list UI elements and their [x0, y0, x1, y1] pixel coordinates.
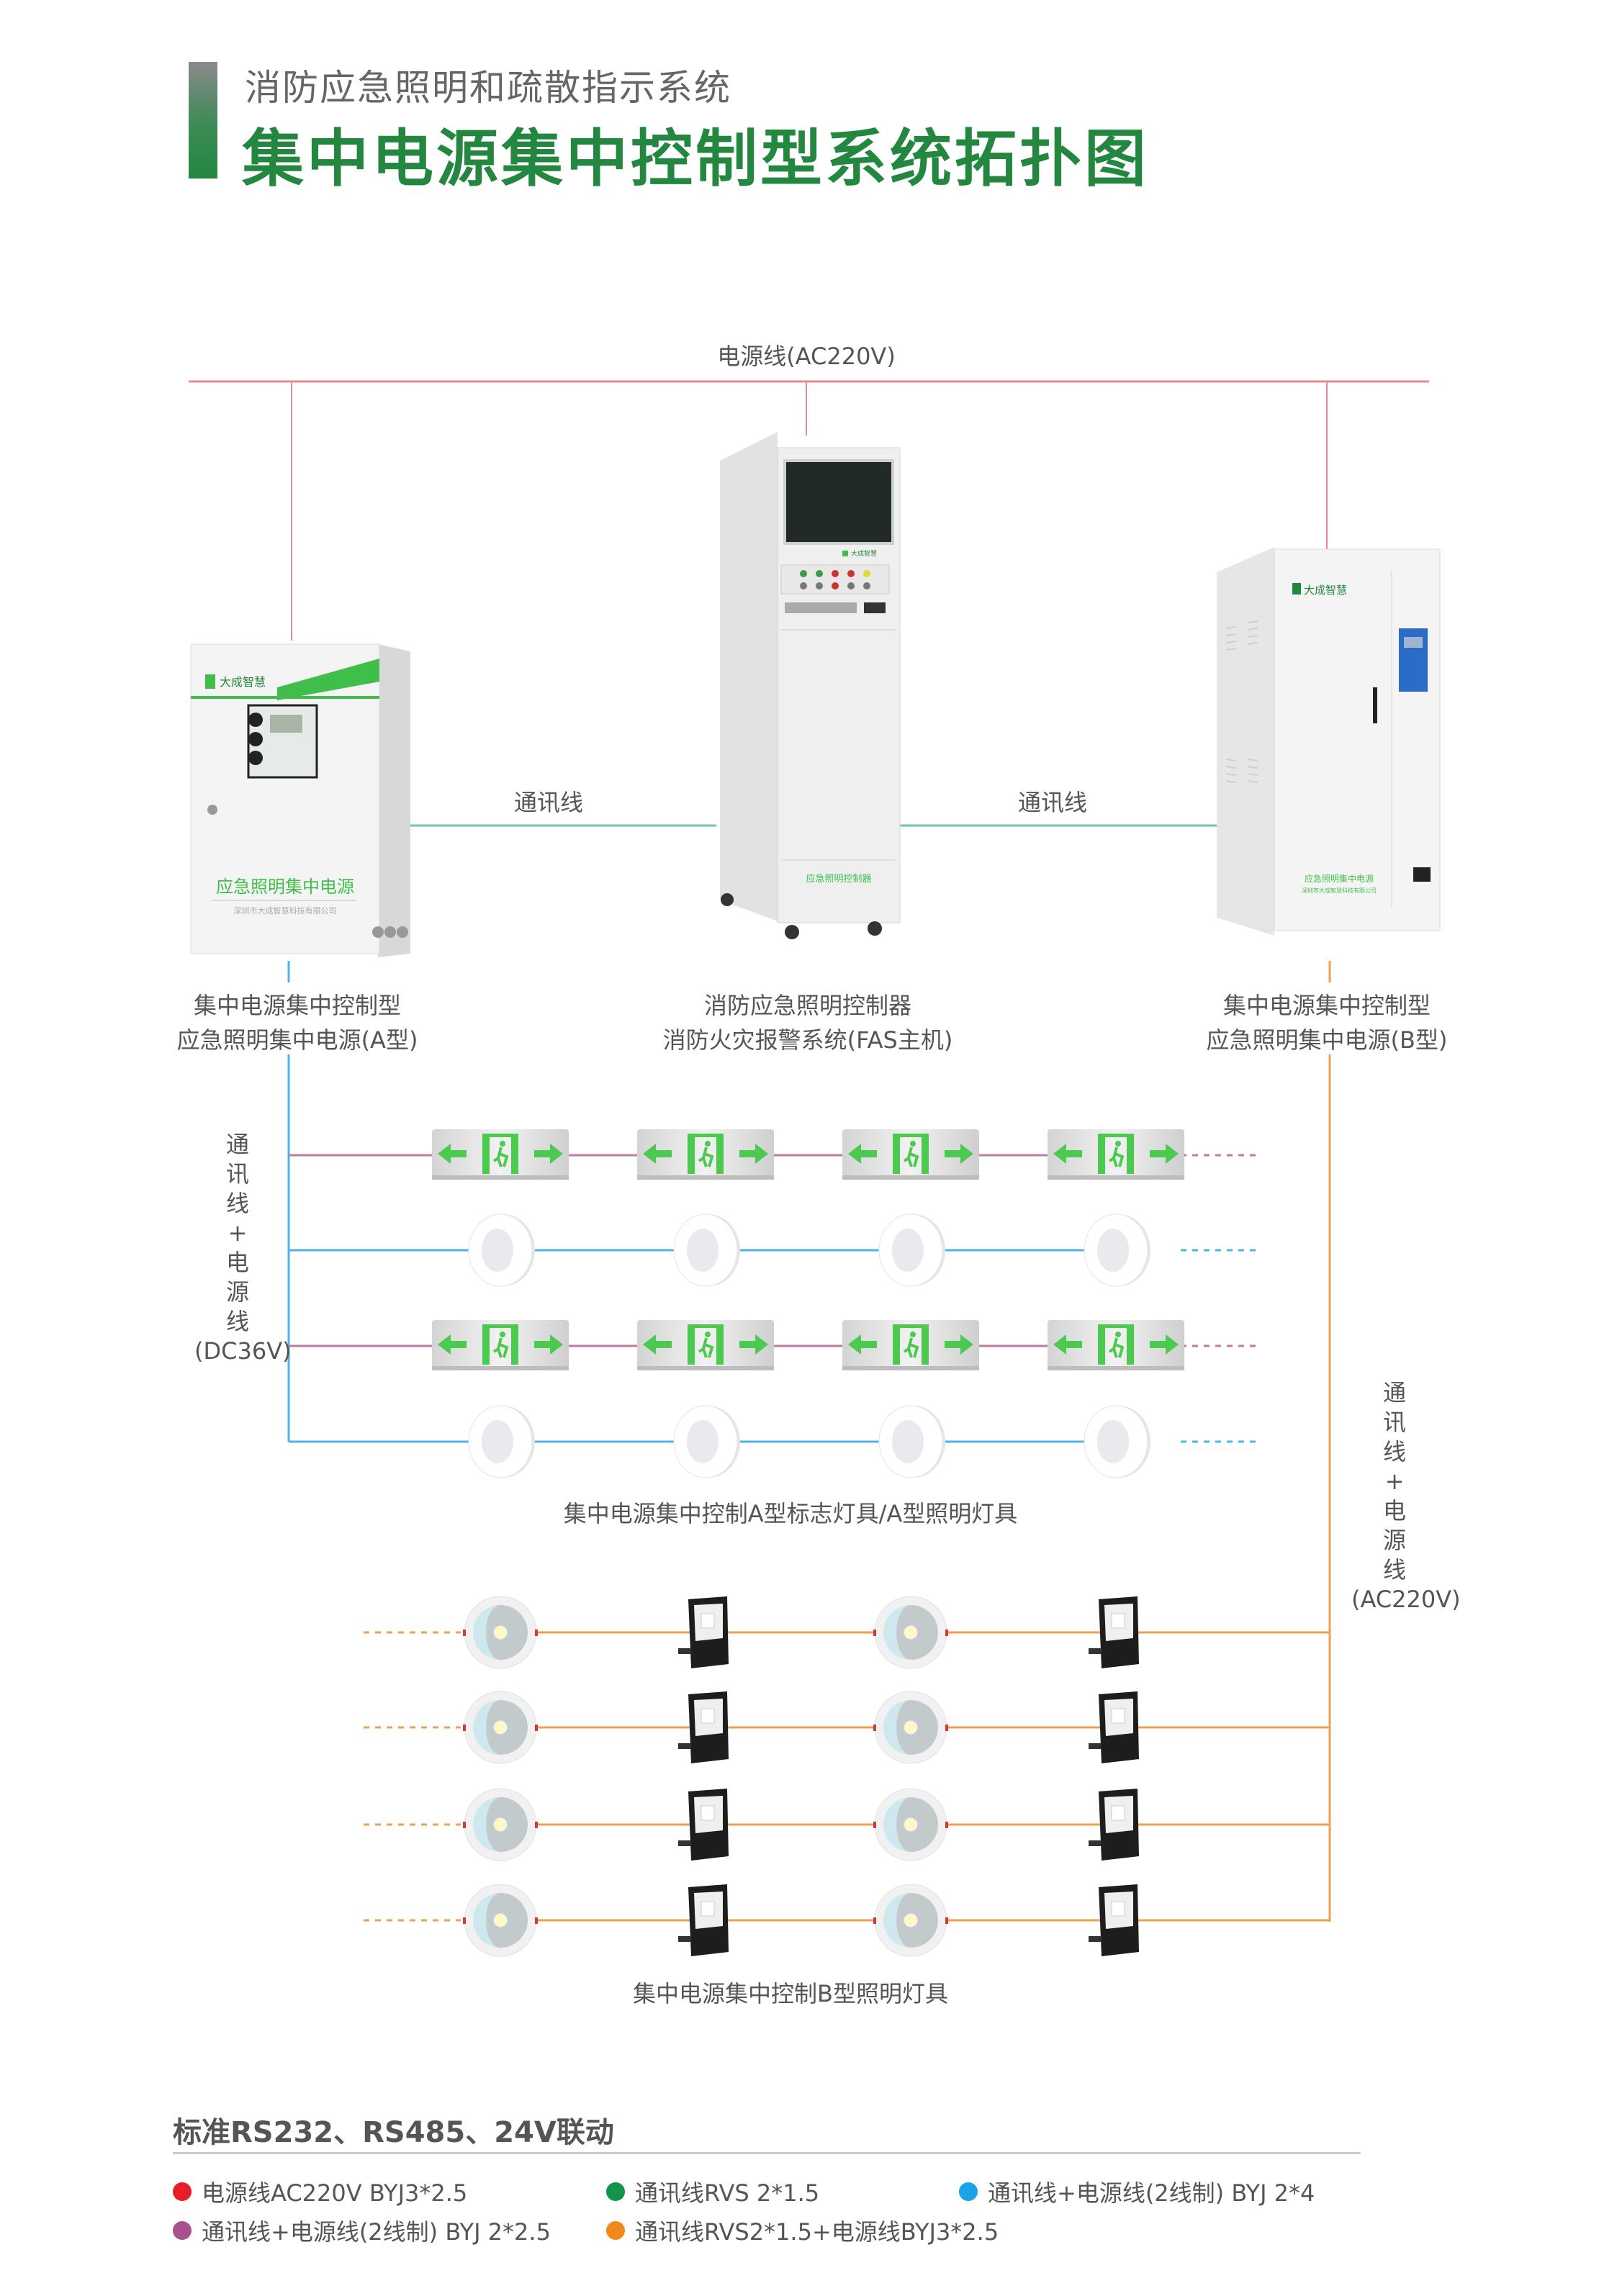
svg-text:应急照明集中电源: 应急照明集中电源 [216, 877, 354, 897]
vertical-label-char: 通 [225, 1131, 249, 1158]
floodlight-fixture[interactable] [1087, 1787, 1145, 1862]
legend-label: 电源线AC220V BYJ3*2.5 [202, 2179, 468, 2207]
comm-line-label-right: 通讯线 [1017, 789, 1088, 816]
page-title: 集中电源集中控制型系统拓扑图 [242, 123, 1149, 195]
round-emergency-light-fixture[interactable] [464, 1404, 536, 1480]
legend-dot-icon [606, 2221, 625, 2240]
title-accent-bar [189, 62, 217, 178]
page-subtitle: 消防应急照明和疏散指示系统 [245, 67, 731, 109]
legend-item-comm-power-4: 通讯线+电源线(2线制) BYJ 2*4 [959, 2175, 1315, 2208]
exit-sign-fixture[interactable] [637, 1129, 774, 1181]
brand-text: 大成智慧 [220, 675, 266, 689]
round-emergency-light-fixture[interactable] [875, 1212, 947, 1288]
downlight-fixture[interactable] [462, 1595, 539, 1670]
legend-dot-icon [959, 2182, 978, 2201]
svg-text:大成智慧: 大成智慧 [1304, 584, 1347, 597]
footer-divider [173, 2152, 1361, 2154]
downlight-fixture[interactable] [462, 1787, 539, 1862]
left-vertical-label: 通讯线+电源线(DC36V) [194, 1130, 292, 1366]
vertical-label-char: 电 [1382, 1497, 1406, 1524]
linkage-heading: 标准RS232、RS485、24V联动 [173, 2116, 614, 2149]
power-b-label-line2: 应急照明集中电源(B型) [1206, 1026, 1448, 1054]
vertical-label-char: 讯 [225, 1160, 249, 1188]
svg-text:应急照明集中电源: 应急照明集中电源 [1305, 873, 1374, 884]
round-emergency-light-fixture[interactable] [670, 1404, 742, 1480]
controller-cabinet-device[interactable]: 大成智慧 应急照明控制器 [713, 432, 904, 946]
exit-sign-fixture[interactable] [842, 1320, 979, 1372]
right-vertical-label: 通讯线+电源线(AC220V) [1351, 1378, 1461, 1614]
legend-item-comm-plus-power: 通讯线RVS2*1.5+电源线BYJ3*2.5 [606, 2214, 999, 2247]
legend-label: 通讯线RVS 2*1.5 [635, 2179, 820, 2207]
downlight-fixture[interactable] [462, 1883, 539, 1958]
legend-label: 通讯线+电源线(2线制) BYJ 2*2.5 [202, 2218, 551, 2246]
legend-dot-icon [606, 2182, 625, 2201]
round-emergency-light-fixture[interactable] [464, 1212, 536, 1288]
exit-sign-fixture[interactable] [432, 1129, 569, 1181]
floodlight-fixture[interactable] [677, 1787, 734, 1862]
exit-sign-fixture[interactable] [842, 1129, 979, 1181]
legend-dot-icon [173, 2221, 192, 2240]
vertical-label-char: (AC220V) [1351, 1586, 1461, 1613]
power-supply-a-device[interactable]: 大成智慧 应急照明集中电源 深圳市大成智慧科技有限公司 [184, 637, 414, 961]
vertical-label-char: 源 [225, 1278, 249, 1306]
power-a-label-line1: 集中电源集中控制型 [193, 992, 402, 1019]
svg-text:深圳市大成智慧科技有限公司: 深圳市大成智慧科技有限公司 [234, 905, 337, 916]
vertical-label-char: 线 [225, 1190, 249, 1217]
floodlight-fixture[interactable] [1087, 1690, 1145, 1765]
power-line-label: 电源线(AC220V) [717, 343, 896, 370]
controller-label-line1: 消防应急照明控制器 [703, 992, 912, 1019]
downlight-fixture[interactable] [873, 1595, 949, 1670]
legend-item-power: 电源线AC220V BYJ3*2.5 [173, 2175, 467, 2208]
floodlight-fixture[interactable] [1087, 1883, 1145, 1958]
downlight-fixture[interactable] [873, 1787, 949, 1862]
power-b-label-line1: 集中电源集中控制型 [1222, 992, 1431, 1019]
vertical-label-char: 讯 [1382, 1409, 1406, 1436]
exit-sign-fixture[interactable] [637, 1320, 774, 1372]
round-emergency-light-fixture[interactable] [1080, 1212, 1152, 1288]
round-emergency-light-fixture[interactable] [1080, 1404, 1152, 1480]
power-supply-b-device[interactable]: 大成智慧 应急照明集中电源 深圳市大成智慧科技有限公司 [1213, 543, 1443, 943]
round-emergency-light-fixture[interactable] [670, 1212, 742, 1288]
exit-sign-fixture[interactable] [1048, 1129, 1184, 1181]
vertical-label-char: 线 [225, 1308, 249, 1335]
vertical-label-char: 源 [1382, 1527, 1406, 1554]
vertical-label-char: 线 [1382, 1556, 1406, 1583]
floodlight-fixture[interactable] [1087, 1595, 1145, 1670]
legend-item-comm-power-2-5: 通讯线+电源线(2线制) BYJ 2*2.5 [173, 2214, 551, 2247]
vertical-label-char: 通 [1382, 1379, 1406, 1406]
downlight-fixture[interactable] [873, 1883, 949, 1958]
exit-sign-fixture[interactable] [432, 1320, 569, 1372]
vertical-label-char: 线 [1382, 1438, 1406, 1465]
vertical-label-char: + [1384, 1468, 1405, 1495]
controller-label-line2: 消防火灾报警系统(FAS主机) [662, 1026, 953, 1054]
a-fixtures-caption: 集中电源集中控制A型标志灯具/A型照明灯具 [563, 1500, 1018, 1527]
floodlight-fixture[interactable] [677, 1690, 734, 1765]
legend-label: 通讯线RVS2*1.5+电源线BYJ3*2.5 [635, 2218, 999, 2246]
svg-text:深圳市大成智慧科技有限公司: 深圳市大成智慧科技有限公司 [1302, 887, 1377, 894]
vertical-label-char: 电 [225, 1249, 249, 1276]
legend-label: 通讯线+电源线(2线制) BYJ 2*4 [988, 2179, 1315, 2207]
svg-text:大成智慧: 大成智慧 [851, 549, 877, 558]
downlight-fixture[interactable] [873, 1690, 949, 1765]
brand-logo-icon [205, 674, 215, 689]
floodlight-fixture[interactable] [677, 1883, 734, 1958]
vertical-label-char: + [228, 1219, 248, 1247]
svg-text:应急照明控制器: 应急照明控制器 [806, 873, 871, 885]
downlight-fixture[interactable] [462, 1690, 539, 1765]
legend-dot-icon [173, 2182, 192, 2201]
b-fixtures-caption: 集中电源集中控制B型照明灯具 [633, 1980, 948, 2007]
floodlight-fixture[interactable] [677, 1595, 734, 1670]
comm-line-label-left: 通讯线 [513, 789, 584, 816]
legend-item-comm: 通讯线RVS 2*1.5 [606, 2175, 819, 2208]
power-a-label-line2: 应急照明集中电源(A型) [176, 1026, 418, 1054]
vertical-label-char: (DC36V) [194, 1337, 292, 1365]
round-emergency-light-fixture[interactable] [875, 1404, 947, 1480]
exit-sign-fixture[interactable] [1048, 1320, 1184, 1372]
